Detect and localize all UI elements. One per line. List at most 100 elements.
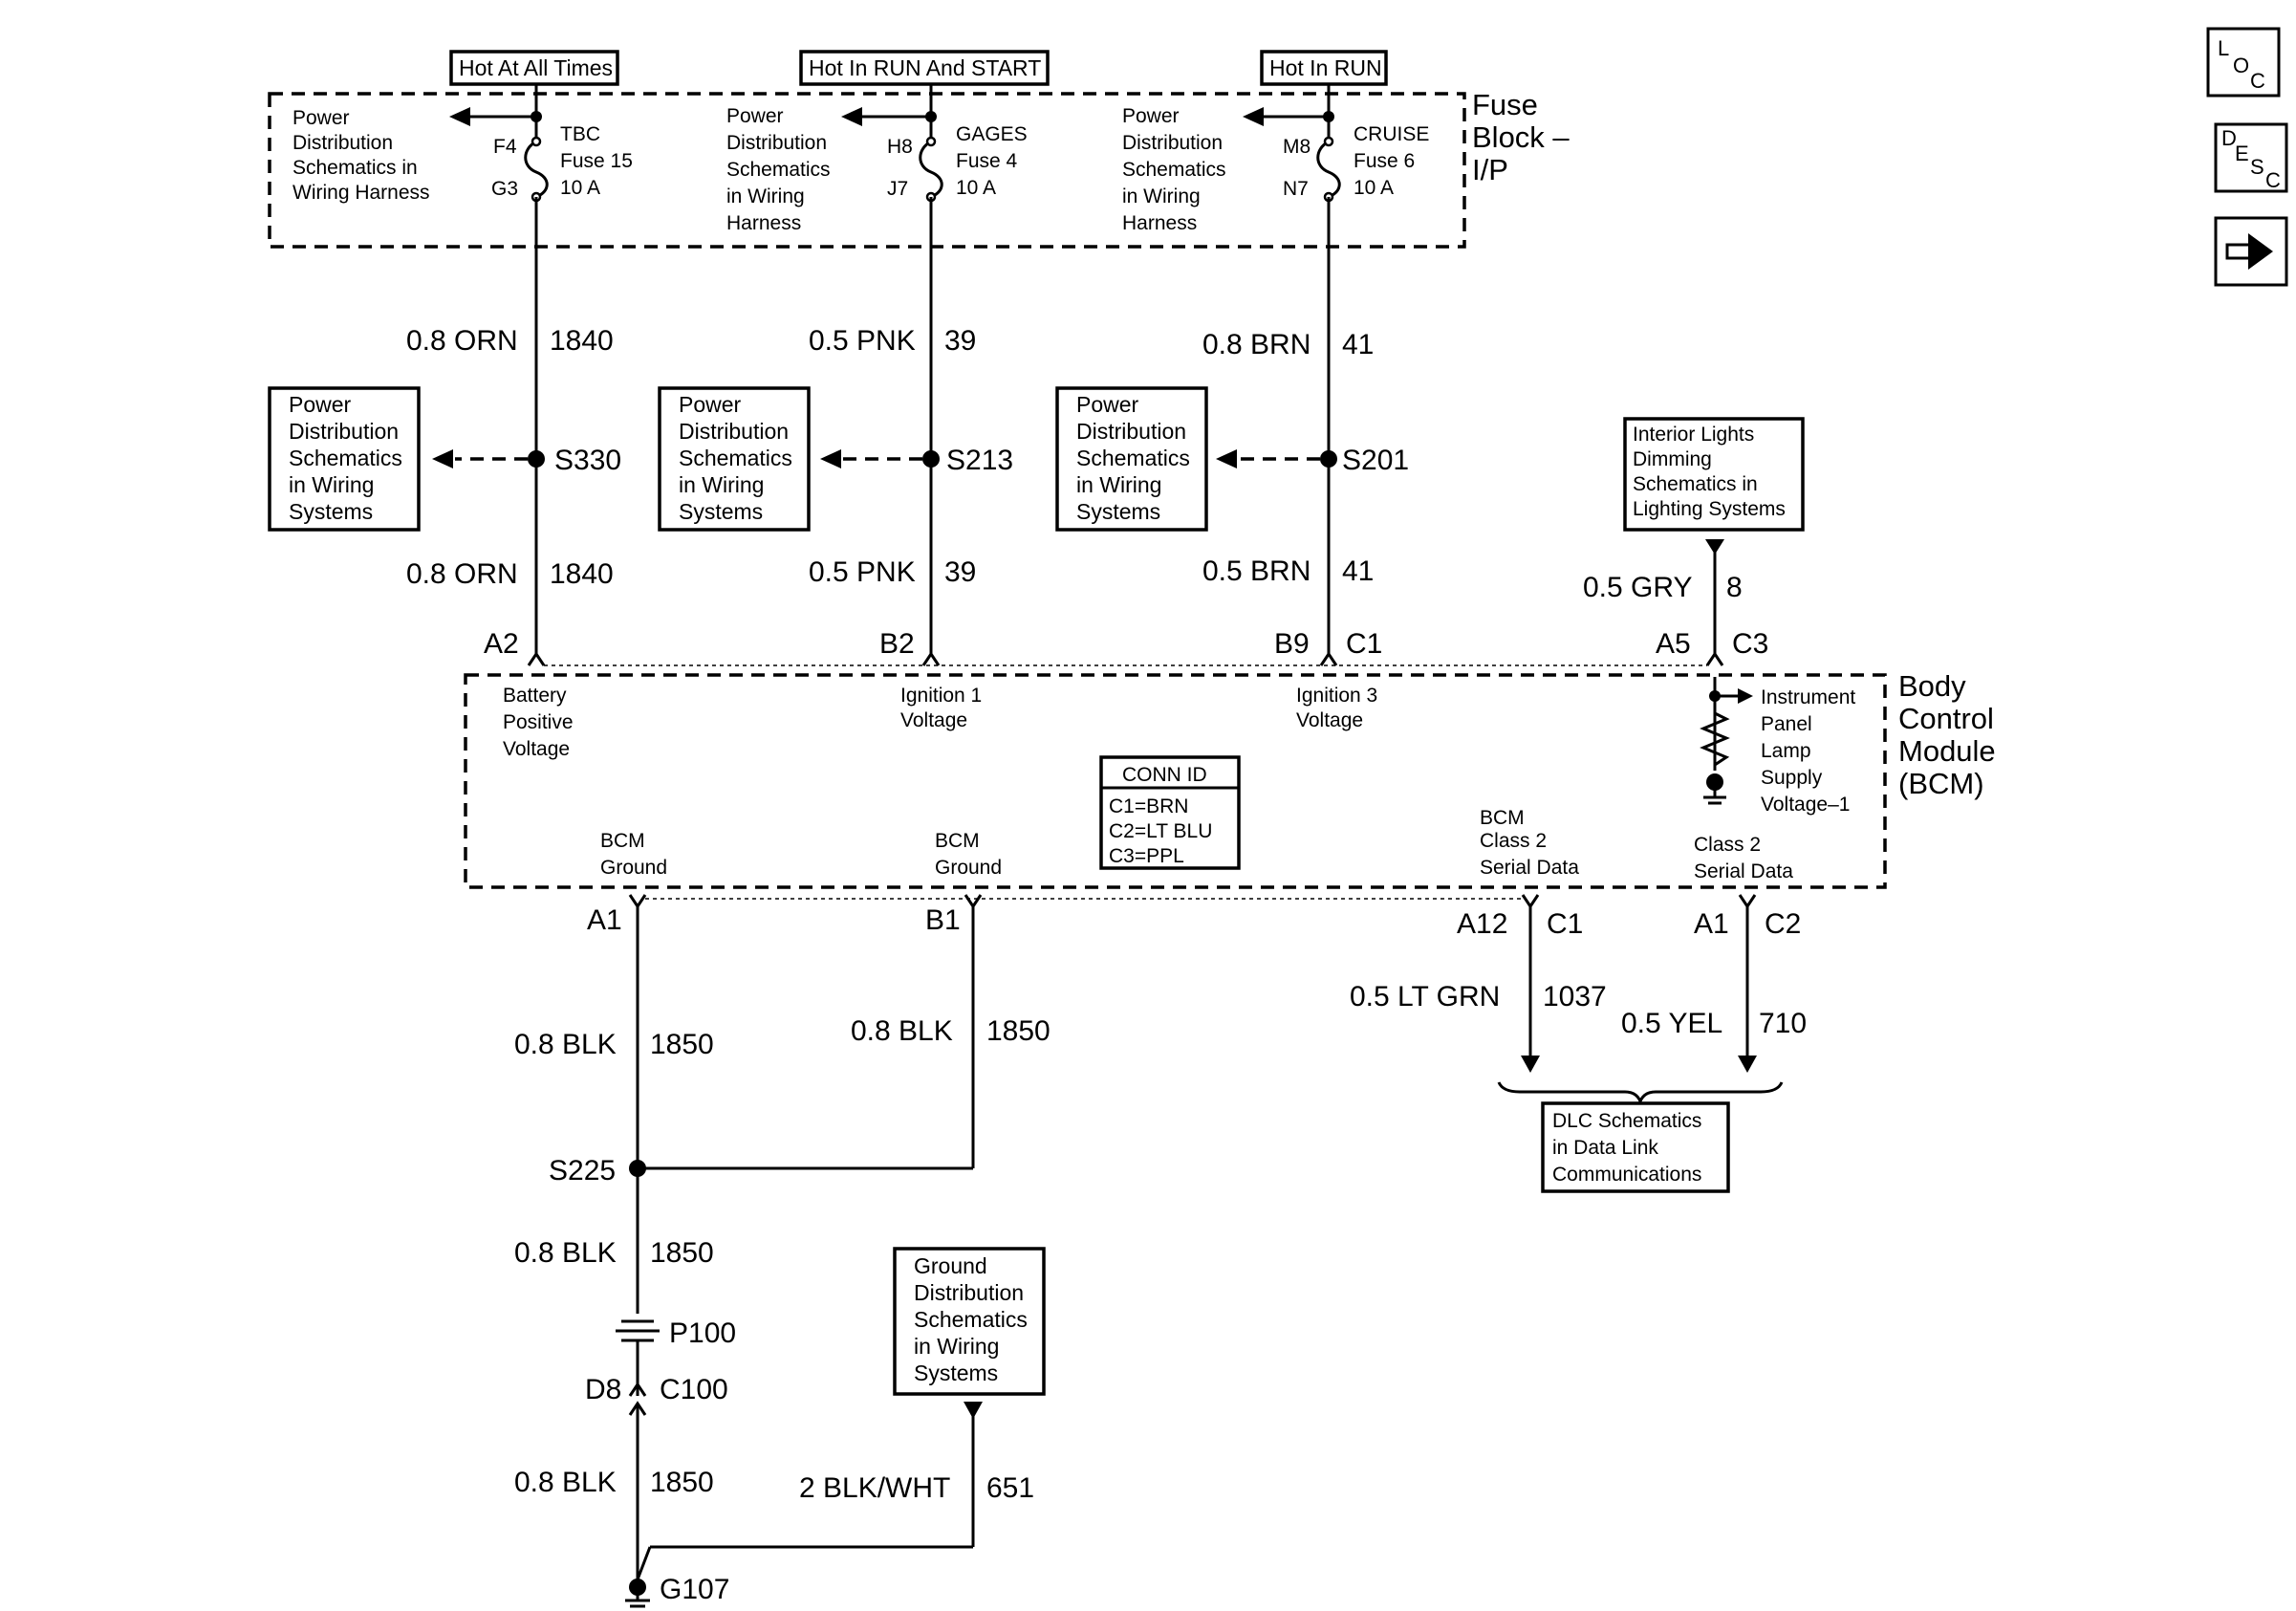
wire-39-color-upper: 0.5 PNK <box>809 325 916 357</box>
svg-text:Lamp: Lamp <box>1761 740 1811 762</box>
fuse-4-symbol <box>919 140 943 199</box>
splice-s213-label: S213 <box>946 445 1013 476</box>
ground-g107-dot <box>629 1578 646 1596</box>
hot-run-box <box>1260 50 1388 86</box>
svg-text:L: L <box>2218 36 2229 60</box>
svg-text:Battery: Battery <box>503 685 567 707</box>
svg-text:Ground: Ground <box>914 1253 987 1278</box>
ground-distribution-ref-box: Ground Distribution Schematics in Wiring… <box>893 1247 1046 1396</box>
hot-run-label: Hot In RUN <box>1269 55 1382 80</box>
svg-text:BCM: BCM <box>935 830 980 852</box>
splice-s201-dot <box>1320 450 1337 468</box>
ground-wiring: S225 0.8 BLK 1850 0.8 BLK 1850 0.8 BLK 1… <box>514 906 1051 1608</box>
fuse-6-symbol <box>1316 140 1341 199</box>
svg-text:Systems: Systems <box>679 499 763 524</box>
wire-41-color-upper: 0.8 BRN <box>1202 329 1310 360</box>
svg-text:in Wiring: in Wiring <box>914 1334 999 1359</box>
hot-run-start-box <box>799 50 1050 86</box>
svg-text:Power: Power <box>1122 105 1180 127</box>
bcm-class2-bcm-label: BCM Class 2 Serial Data <box>1480 807 1579 879</box>
wire-710-color: 0.5 YEL <box>1621 1008 1722 1039</box>
next-arrow-button[interactable] <box>2214 216 2288 287</box>
svg-text:Distribution: Distribution <box>914 1280 1024 1305</box>
svg-text:Schematics: Schematics <box>679 446 792 470</box>
svg-text:Power: Power <box>292 107 350 129</box>
wire-39-num-lower: 39 <box>944 556 976 588</box>
bcm-ground2-label: BCM Ground <box>935 830 1002 879</box>
bcm-name-line1: Body <box>1898 669 1966 703</box>
wire-1850-num-c: 1850 <box>650 1237 714 1269</box>
conn-id-c1: C1=BRN <box>1109 795 1188 817</box>
fuse-6-number: Fuse 6 <box>1354 150 1415 172</box>
wire-41-num-lower: 41 <box>1342 555 1374 587</box>
svg-text:Ground: Ground <box>935 857 1002 879</box>
svg-text:Dimming: Dimming <box>1633 448 1712 470</box>
wire-39-color-lower: 0.5 PNK <box>809 556 916 588</box>
svg-text:Voltage–1: Voltage–1 <box>1761 794 1850 816</box>
svg-text:Systems: Systems <box>289 499 373 524</box>
pin-b9: B9 <box>1274 628 1310 660</box>
hot-at-all-times-box <box>449 50 619 86</box>
wire-1840-color-lower: 0.8 ORN <box>406 558 518 590</box>
wire-1850-color-d: 0.8 BLK <box>514 1467 617 1498</box>
fuse-block: Fuse Block – I/P F4 G3 TBC Fuse 15 10 A <box>268 84 1570 249</box>
wire-39-num-upper: 39 <box>944 325 976 357</box>
bcm-class2-label: Class 2 Serial Data <box>1694 834 1793 882</box>
svg-text:Schematics in: Schematics in <box>292 157 418 179</box>
svg-text:Schematics: Schematics <box>1076 446 1190 470</box>
power-feed-labels: Hot At All Times Hot In RUN And START Ho… <box>449 50 1388 86</box>
svg-text:Schematics in: Schematics in <box>1633 473 1758 495</box>
svg-text:Instrument: Instrument <box>1761 686 1855 708</box>
splice-s201-label: S201 <box>1342 445 1409 476</box>
splice-ref-box-a: Power Distribution Schematics in Wiring … <box>268 386 421 532</box>
bcm-ground1-label: BCM Ground <box>600 830 667 879</box>
svg-text:Panel: Panel <box>1761 713 1812 735</box>
fuse-15-symbol <box>524 140 549 199</box>
svg-text:Voltage: Voltage <box>900 709 967 731</box>
c100-pin-d8: D8 <box>585 1374 621 1405</box>
svg-text:in Wiring: in Wiring <box>1122 185 1201 207</box>
svg-text:Distribution: Distribution <box>679 419 789 444</box>
fuse-block-name-line1: Fuse <box>1472 88 1538 121</box>
wire-1037-color: 0.5 LT GRN <box>1350 981 1500 1012</box>
svg-text:Power: Power <box>1076 392 1139 417</box>
fuse-15-pin-in: F4 <box>493 136 517 158</box>
svg-text:Distribution: Distribution <box>1076 419 1186 444</box>
interior-lights-ref-box: Interior Lights Dimming Schematics in Li… <box>1623 417 1805 532</box>
hot-run-start-label: Hot In RUN And START <box>809 55 1041 80</box>
svg-text:Schematics: Schematics <box>289 446 402 470</box>
bcm-ignition1-label: Ignition 1 Voltage <box>900 685 982 731</box>
svg-text:in Data Link: in Data Link <box>1552 1137 1658 1159</box>
svg-text:Systems: Systems <box>1076 499 1160 524</box>
splice-s225-label: S225 <box>549 1155 616 1186</box>
svg-text:Harness: Harness <box>1122 212 1197 234</box>
svg-text:E: E <box>2235 142 2249 165</box>
conn-id-box: CONN ID C1=BRN C2=LT BLU C3=PPL <box>1099 755 1241 870</box>
wire-41-num-upper: 41 <box>1342 329 1374 360</box>
svg-text:Systems: Systems <box>914 1361 998 1385</box>
location-button[interactable]: L O C <box>2206 27 2281 98</box>
wire-8-color: 0.5 GRY <box>1583 572 1693 603</box>
svg-text:Distribution: Distribution <box>292 132 393 154</box>
svg-text:Supply: Supply <box>1761 767 1823 789</box>
bcm-battery-label: Battery Positive Voltage <box>503 685 574 760</box>
svg-text:Serial Data: Serial Data <box>1480 857 1579 879</box>
svg-text:Lighting Systems: Lighting Systems <box>1633 498 1786 520</box>
description-button[interactable]: D E S C <box>2214 122 2288 193</box>
power-wires <box>527 197 1724 666</box>
svg-text:Communications: Communications <box>1552 1164 1701 1186</box>
wire-1850-color-b: 0.8 BLK <box>851 1015 953 1047</box>
svg-text:Power: Power <box>726 105 784 127</box>
fuse-block-name-line2: Block – <box>1472 120 1570 154</box>
splice-s330-label: S330 <box>554 445 621 476</box>
fuse-15-number: Fuse 15 <box>560 150 633 172</box>
pin-a2: A2 <box>484 628 519 660</box>
hot-at-all-times-label: Hot At All Times <box>459 55 613 80</box>
dlc-ref-box: DLC Schematics in Data Link Communicatio… <box>1541 1101 1730 1193</box>
pin-c3: C3 <box>1732 628 1768 660</box>
svg-text:Power: Power <box>679 392 742 417</box>
fuse-15-pin-out: G3 <box>491 178 518 200</box>
wire-1840-num-upper: 1840 <box>550 325 614 357</box>
pin-c2: C2 <box>1765 908 1801 940</box>
splice-s225-dot <box>629 1160 646 1177</box>
